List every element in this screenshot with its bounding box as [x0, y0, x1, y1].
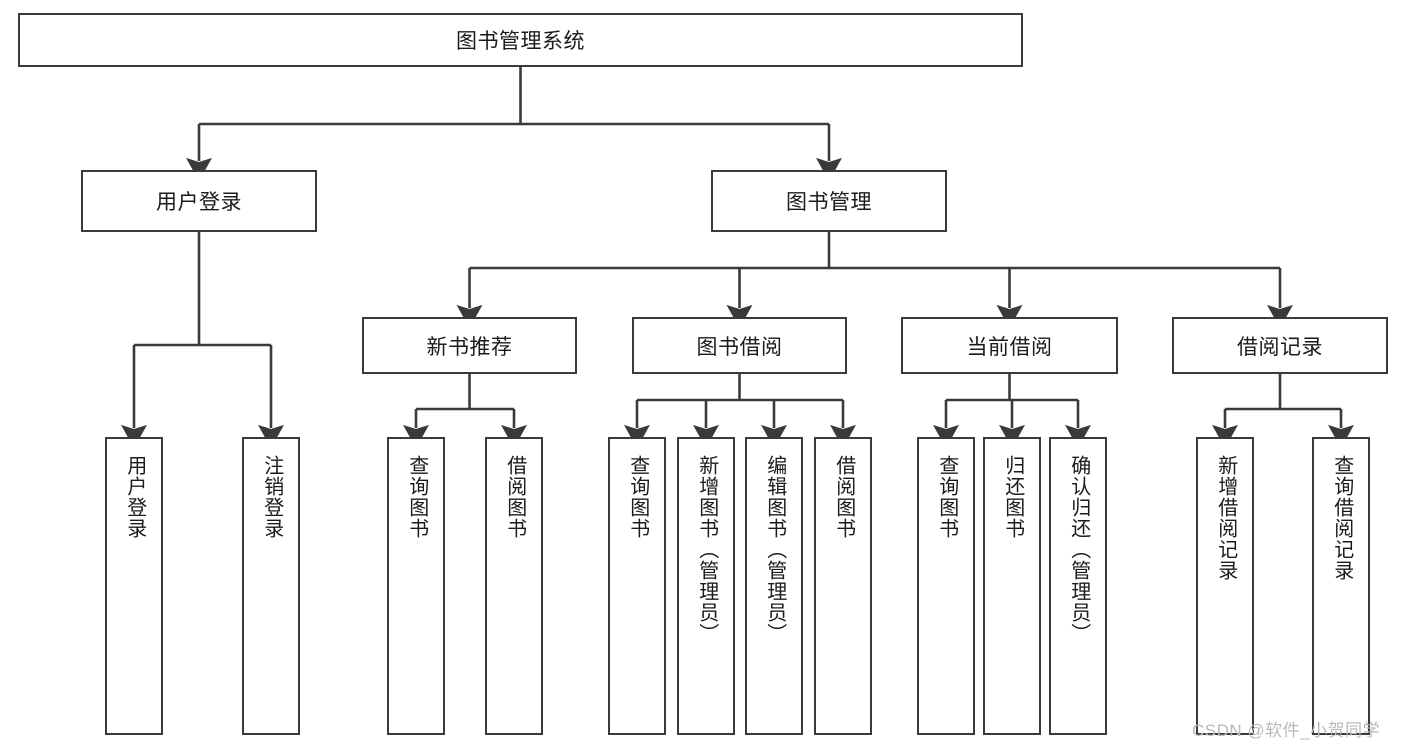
- node-label: 查询借阅记录: [1330, 455, 1353, 581]
- node-leaf-return-book[interactable]: 归还图书: [983, 437, 1041, 735]
- node-label: 借阅图书: [503, 455, 526, 539]
- node-leaf-logout[interactable]: 注销登录: [242, 437, 300, 735]
- node-leaf-query-book-3[interactable]: 查询图书: [917, 437, 975, 735]
- node-label: 借阅图书: [832, 455, 855, 539]
- node-leaf-query-record[interactable]: 查询借阅记录: [1312, 437, 1370, 735]
- node-label: 图书管理: [786, 191, 872, 214]
- node-leaf-query-book-1[interactable]: 查询图书: [387, 437, 445, 735]
- node-leaf-borrow-book-2[interactable]: 借阅图书: [814, 437, 872, 735]
- node-label: 查询图书: [626, 455, 649, 539]
- node-label: 用户登录: [123, 455, 146, 539]
- node-book-borrow[interactable]: 图书借阅: [632, 317, 847, 374]
- node-leaf-edit-book[interactable]: 编辑图书（管理员）: [745, 437, 803, 735]
- node-label: 借阅记录: [1237, 335, 1323, 359]
- node-user-login[interactable]: 用户登录: [81, 170, 317, 232]
- node-label: 编辑图书（管理员）: [763, 455, 786, 644]
- node-label: 用户登录: [156, 191, 242, 214]
- node-root[interactable]: 图书管理系统: [18, 13, 1023, 67]
- node-leaf-add-record[interactable]: 新增借阅记录: [1196, 437, 1254, 735]
- watermark: CSDN @软件_小贺同学: [1192, 721, 1381, 740]
- node-label: 查询图书: [405, 455, 428, 539]
- node-label: 当前借阅: [966, 335, 1053, 359]
- node-label: 注销登录: [260, 455, 283, 539]
- node-label: 图书管理系统: [456, 30, 585, 53]
- node-book-manage[interactable]: 图书管理: [711, 170, 947, 232]
- node-leaf-borrow-book-1[interactable]: 借阅图书: [485, 437, 543, 735]
- node-label: 确认归还（管理员）: [1067, 455, 1090, 644]
- node-label: 新增借阅记录: [1214, 455, 1237, 581]
- node-label: 图书借阅: [696, 335, 783, 359]
- node-leaf-user-login[interactable]: 用户登录: [105, 437, 163, 735]
- node-label: 新书推荐: [426, 335, 513, 359]
- node-new-book-rec[interactable]: 新书推荐: [362, 317, 577, 374]
- node-borrow-record[interactable]: 借阅记录: [1172, 317, 1388, 374]
- node-label: 查询图书: [935, 455, 958, 539]
- node-current-borrow[interactable]: 当前借阅: [901, 317, 1118, 374]
- node-leaf-add-book[interactable]: 新增图书（管理员）: [677, 437, 735, 735]
- node-leaf-confirm-return[interactable]: 确认归还（管理员）: [1049, 437, 1107, 735]
- node-label: 归还图书: [1001, 455, 1024, 539]
- node-label: 新增图书（管理员）: [695, 455, 718, 644]
- node-leaf-query-book-2[interactable]: 查询图书: [608, 437, 666, 735]
